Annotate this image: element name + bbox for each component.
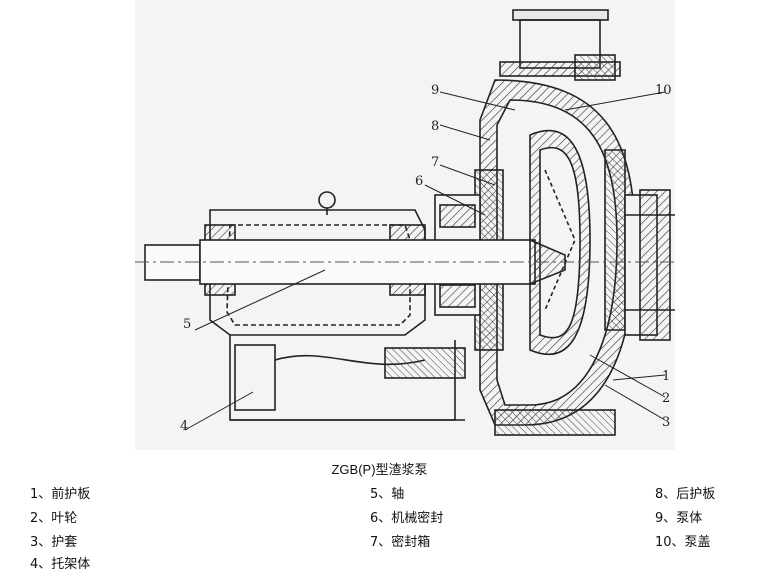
legend-item-1: 1、前护板 [30, 487, 91, 502]
pump-cross-section-drawing: 1 2 3 4 5 6 7 8 9 10 [135, 0, 675, 450]
callout-10: 10 [655, 83, 672, 98]
shaft [135, 238, 675, 286]
impeller [529, 129, 591, 356]
callout-6: 6 [415, 174, 423, 189]
callout-1: 1 [662, 369, 670, 384]
legend-item-5: 5、轴 [370, 487, 405, 502]
callout-5: 5 [183, 317, 191, 332]
legend-item-8: 8、后护板 [655, 487, 716, 502]
callout-7: 7 [431, 155, 439, 170]
discharge-outlet [499, 9, 621, 81]
figure-caption: ZGB(P)型渣浆泵 [331, 462, 428, 477]
legend-item-3: 3、护套 [30, 535, 78, 550]
support-frame [229, 335, 466, 421]
callout-8: 8 [431, 119, 439, 134]
legend-item-9: 9、泵体 [655, 511, 703, 526]
legend-item-6: 6、机械密封 [370, 511, 444, 526]
callout-9: 9 [431, 83, 439, 98]
callout-4: 4 [180, 419, 188, 434]
legend-item-4: 4、托架体 [30, 557, 91, 572]
callout-leaders [184, 91, 666, 431]
legend-item-7: 7、密封箱 [370, 535, 431, 550]
legend-item-10: 10、泵盖 [655, 535, 711, 550]
callout-3: 3 [662, 415, 670, 430]
legend-item-2: 2、叶轮 [30, 511, 78, 526]
front-liner [604, 149, 675, 341]
callout-numbers: 1 2 3 4 5 6 7 8 9 10 [180, 83, 672, 434]
callout-2: 2 [662, 391, 670, 406]
